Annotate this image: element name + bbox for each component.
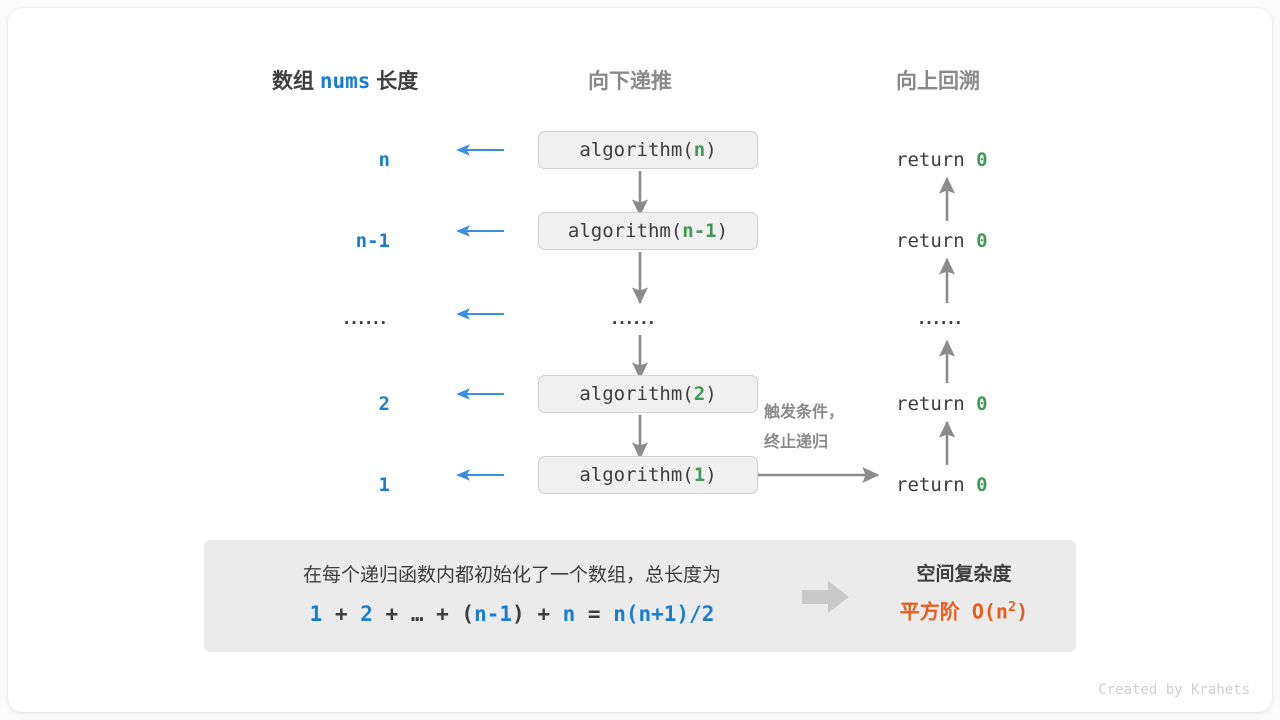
return-value-row-1: 0 (976, 230, 988, 252)
complexity-exponent: 2 (1007, 599, 1017, 615)
call-suffix-row-0: ) (705, 139, 717, 161)
length-label-row-0: n (378, 149, 390, 171)
formula-part-9: + (524, 602, 563, 626)
length-label-row-4: 1 (378, 474, 390, 496)
return-keyword-row-1: return (896, 230, 965, 252)
call-box-row-4[interactable]: algorithm(1) (538, 456, 758, 494)
diagram-card: 数组 nums 长度 向下递推 向上回溯 n n-1 ······ 2 1 al… (8, 8, 1272, 712)
complexity-notation-end: ) (1016, 599, 1029, 624)
formula-part-8: ) (512, 602, 525, 626)
formula-part-5: + (423, 602, 462, 626)
length-label-row-3: 2 (378, 393, 390, 415)
right-arrow-icon (802, 581, 849, 613)
call-arg-row-4: 1 (693, 464, 706, 486)
return-label-row-0: return 0 (896, 149, 988, 171)
header-array-code: nums (319, 69, 371, 93)
summary-panel: 在每个递归函数内都初始化了一个数组，总长度为 1 + 2 + … + (n-1)… (204, 540, 1076, 652)
trigger-note-line-2: 终止递归 (764, 434, 829, 451)
return-value-row-0: 0 (976, 149, 988, 171)
formula-part-12: n(n+1)/2 (613, 602, 715, 626)
call-box-row-0[interactable]: algorithm(n) (538, 131, 758, 169)
call-prefix-row-3: algorithm( (579, 383, 694, 405)
formula-part-10: n (562, 602, 576, 626)
length-label-row-1: n-1 (355, 230, 390, 252)
diagram-stage: 数组 nums 长度 向下递推 向上回溯 n n-1 ······ 2 1 al… (8, 8, 1272, 712)
call-suffix-row-1: ) (716, 220, 729, 242)
summary-description: 在每个递归函数内都初始化了一个数组，总长度为 (302, 565, 721, 586)
return-value-row-3: 0 (976, 393, 988, 415)
call-arg-row-3: 2 (693, 383, 706, 405)
formula-part-6: ( (461, 602, 475, 626)
call-ellipsis-row-2: ······ (612, 313, 656, 334)
header-array-length: 数组 nums 长度 (272, 65, 418, 95)
formula-part-1: + (322, 602, 361, 626)
length-label-row-2: ······ (344, 313, 388, 334)
formula-part-2: 2 (360, 602, 373, 626)
call-prefix-row-1: algorithm( (567, 220, 683, 242)
return-label-row-4: return 0 (896, 474, 988, 496)
complexity-notation: O(n (971, 599, 1008, 624)
call-arg-row-0: n (693, 139, 706, 161)
formula-part-11: = (575, 602, 614, 626)
return-value-row-4: 0 (976, 474, 988, 496)
formula-part-4: … (410, 602, 424, 626)
return-ellipsis-row-2: ······ (919, 313, 963, 334)
trigger-condition-note: 触发条件， 终止递归 (764, 398, 884, 458)
complexity-label: 平方阶 (899, 601, 960, 624)
call-prefix-row-4: algorithm( (579, 464, 694, 486)
summary-formula: 1 + 2 + … + (n-1) + n = n(n+1)/2 (232, 602, 792, 626)
return-keyword-row-3: return (896, 393, 965, 415)
formula-part-7: n-1 (474, 602, 513, 626)
complexity-title: 空间复杂度 (916, 564, 1012, 585)
return-keyword-row-0: return (896, 149, 965, 171)
call-box-row-1[interactable]: algorithm(n-1) (538, 212, 758, 250)
call-prefix-row-0: algorithm( (579, 139, 694, 161)
call-suffix-row-3: ) (705, 383, 717, 405)
header-recurse-down: 向下递推 (588, 70, 672, 93)
call-suffix-row-4: ) (705, 464, 717, 486)
credit-text: Created by Krahets (1098, 682, 1250, 698)
return-label-row-1: return 0 (896, 230, 988, 252)
call-box-row-3[interactable]: algorithm(2) (538, 375, 758, 413)
return-keyword-row-4: return (896, 474, 965, 496)
return-label-row-3: return 0 (896, 393, 988, 415)
header-array-prefix: 数组 (272, 70, 314, 93)
trigger-note-line-1: 触发条件， (764, 404, 845, 421)
complexity-block: 空间复杂度 平方阶 O(n2) (864, 560, 1064, 630)
header-backtrack-up: 向上回溯 (896, 70, 980, 93)
call-arg-row-1: n-1 (682, 220, 717, 242)
complexity-value: 平方阶 O(n2) (864, 590, 1064, 630)
formula-part-3: + (372, 602, 411, 626)
formula-part-0: 1 (309, 602, 323, 626)
header-array-suffix: 长度 (376, 70, 419, 93)
